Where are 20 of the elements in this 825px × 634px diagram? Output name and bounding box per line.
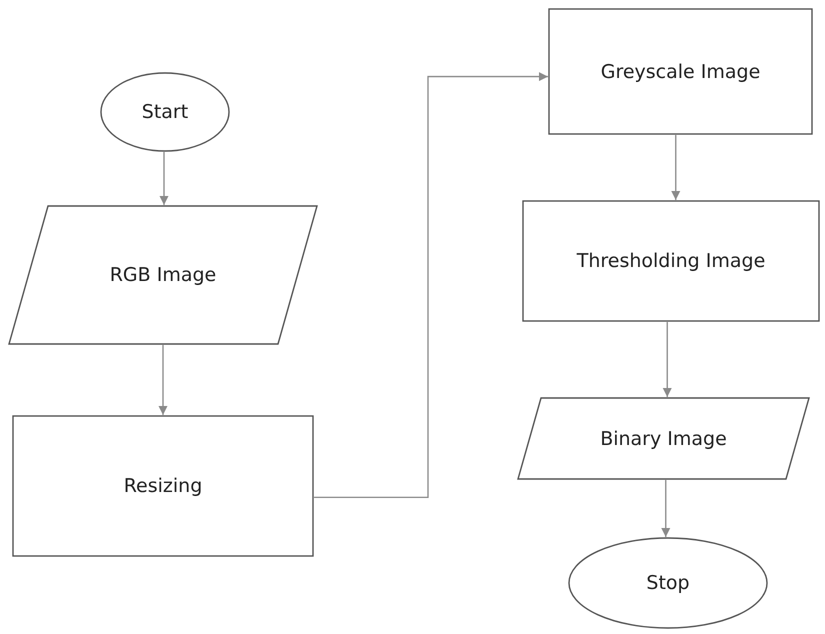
node-label: Stop: [646, 572, 690, 594]
node-label: Greyscale Image: [600, 60, 760, 82]
arrow: [159, 152, 169, 205]
arrow: [661, 480, 670, 537]
process-box: [522, 200, 820, 322]
terminal-ellipse: [100, 72, 230, 152]
node-label: Resizing: [124, 475, 202, 497]
process-box: [12, 415, 314, 557]
process-box: [548, 8, 813, 135]
node-label: Start: [142, 101, 188, 123]
arrow: [662, 322, 672, 397]
arrow: [671, 135, 680, 200]
node-label: RGB Image: [110, 264, 216, 286]
data-parallelogram: [8, 205, 318, 345]
node-label: Thresholding Image: [576, 250, 766, 272]
arrow: [158, 345, 168, 415]
node-label: Binary Image: [600, 428, 727, 450]
data-parallelogram: [517, 397, 810, 480]
terminal-ellipse: [568, 537, 768, 629]
arrow: [314, 72, 548, 498]
